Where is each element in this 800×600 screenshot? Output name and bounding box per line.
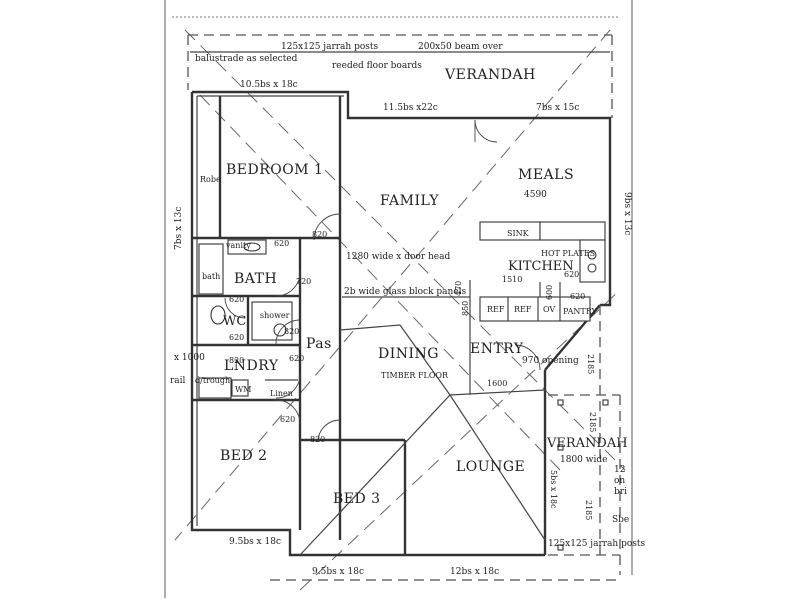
dim-9bs: 9bs x 13c (622, 192, 632, 235)
verandah-side-outline (270, 305, 621, 581)
wm-label: WM (235, 385, 251, 394)
dim-9-5-b: 9.5bs x 18c (312, 567, 364, 577)
side-note-12: 12 (614, 465, 625, 475)
dim-620-e: 620 (280, 415, 295, 424)
dim-5bs: 5bs x 18c (549, 470, 558, 509)
dim-620-f: 620 (564, 270, 579, 279)
posts-bottom-note: 125x125 jarrah posts (548, 539, 645, 549)
dim-2185-c: 2185 (584, 500, 593, 520)
door-head-note: 1280 wide x door head (346, 252, 450, 262)
verandah-top-outline (187, 34, 613, 118)
dim-620-g: 620 (570, 292, 585, 301)
exterior-walls (190, 90, 612, 557)
linen-label: Linen (270, 389, 293, 398)
room-bedroom-1: BEDROOM 1 (226, 162, 323, 178)
jarrah-posts-top: 125x125 jarrah posts (281, 42, 378, 52)
dim-7bs-left: 7bs x 13c (174, 207, 184, 250)
dim-720: 720 (296, 277, 311, 286)
timber-floor-label: TIMBER FLOOR (381, 371, 449, 380)
sink-label: SINK (507, 229, 530, 238)
opening-note: 970 opening (522, 356, 579, 366)
ov-label: OV (543, 305, 555, 314)
reeded-boards-note: reeded floor boards (332, 61, 422, 71)
vanity-label: vanity (225, 241, 251, 250)
room-robe: Robe (200, 175, 221, 184)
trough-label: d/trough (195, 376, 230, 385)
room-meals: MEALS (518, 167, 574, 183)
pantry-label: PANTRY (563, 307, 598, 316)
door-swings (224, 119, 541, 443)
room-verandah-top: VERANDAH (444, 67, 536, 83)
room-bath: BATH (234, 271, 277, 287)
dim-4590: 4590 (524, 190, 547, 200)
dim-7bs: 7bs x 15c (536, 103, 579, 113)
room-bed-2: BED 2 (220, 448, 268, 464)
hot-plates-label: HOT PLATES (541, 249, 595, 258)
room-pas: Pas (306, 336, 332, 352)
room-dining: DINING (378, 346, 439, 362)
side-note-bri: bri (614, 487, 627, 497)
dim-820-a: 820 (312, 230, 327, 239)
dim-620-b: 620 (229, 295, 244, 304)
side-note-on: on (614, 476, 625, 486)
interior-walls (192, 96, 546, 556)
dim-470: 470 (454, 281, 463, 296)
dim-12bs: 12bs x 18c (450, 567, 499, 577)
glass-panels-note: 2b wide glass block panels (344, 287, 467, 297)
room-lounge: LOUNGE (456, 459, 525, 475)
side-note-sbe: Sbe (612, 515, 629, 525)
dim-1600: 1600 (487, 379, 507, 388)
dim-2185-b: 2185 (588, 412, 597, 432)
room-entry: ENTRY (470, 341, 524, 357)
ref-1-label: REF (487, 305, 505, 314)
room-wc: WC (223, 314, 246, 329)
dim-10-5: 10.5bs x 18c (240, 80, 298, 90)
kitchen-fixtures (479, 221, 606, 322)
room-family: FAMILY (380, 193, 439, 209)
scan-border (164, 0, 633, 598)
dim-600: 600 (545, 285, 554, 300)
dim-820-d: 820 (229, 356, 244, 365)
room-verandah-side: VERANDAH (546, 436, 628, 451)
room-bed-3: BED 3 (333, 491, 381, 507)
ref-2-label: REF (514, 305, 532, 314)
bath-fixture-label: bath (202, 272, 220, 281)
room-lndry: LNDRY (224, 358, 279, 374)
rail-note: rail (170, 376, 186, 386)
dim-850: 850 (461, 301, 470, 316)
room-kitchen: KITCHEN (508, 259, 574, 274)
dim-9-5-a: 9.5bs x 18c (229, 537, 281, 547)
dim-620-c: 620 (229, 333, 244, 342)
shower-label: shower (260, 311, 290, 320)
annotations: 125x125 jarrah posts 200x50 beam over ba… (170, 42, 645, 577)
dim-1000: x 1000 (174, 353, 205, 363)
beam-top: 200x50 beam over (418, 42, 503, 52)
balustrade-note: balustrade as selected (195, 54, 298, 64)
dim-820-c: 820 (310, 435, 325, 444)
bathroom-fixtures (198, 239, 298, 399)
dim-11-5: 11.5bs x22c (383, 103, 438, 113)
verandah-width-note: 1800 wide (560, 455, 607, 465)
dim-820-b: 820 (284, 327, 299, 336)
room-labels: VERANDAH BEDROOM 1 Robe FAMILY MEALS KIT… (195, 67, 628, 507)
dim-620-d: 620 (289, 354, 304, 363)
dim-1510: 1510 (502, 275, 522, 284)
dim-620-a: 620 (274, 239, 289, 248)
diagonal-guides (174, 29, 626, 591)
dim-2185-a: 2185 (586, 354, 595, 374)
